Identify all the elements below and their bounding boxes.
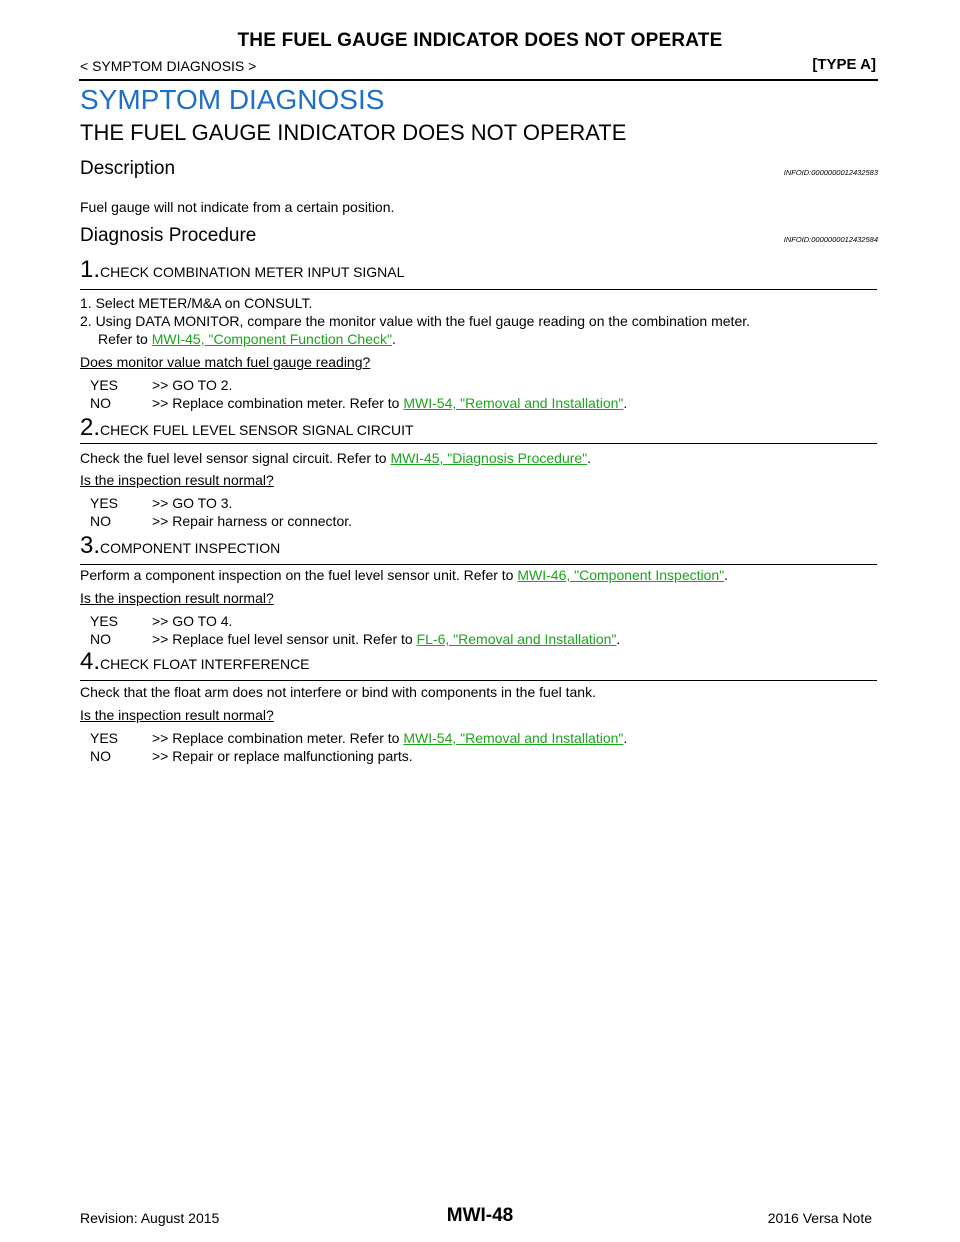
step-3-text: Perform a component inspection on the fu… (80, 567, 729, 583)
step-1-no: NO>> Replace combination meter. Refer to… (90, 395, 628, 411)
link-mwi-46-component-inspection[interactable]: MWI-46, "Component Inspection" (517, 567, 725, 583)
step-2-question: Is the inspection result normal? (80, 472, 274, 488)
step-2-yes: YES>> GO TO 3. (90, 495, 233, 511)
page-header-title: THE FUEL GAUGE INDICATOR DOES NOT OPERAT… (237, 30, 723, 51)
link-fl-6-removal-and-installation[interactable]: FL-6, "Removal and Installation" (416, 631, 617, 647)
step-3-question: Is the inspection result normal? (80, 590, 274, 606)
description-text: Fuel gauge will not indicate from a cert… (80, 199, 395, 215)
description-heading: Description (80, 158, 176, 179)
step-2-heading: 2.CHECK FUEL LEVEL SENSOR SIGNAL CIRCUIT (80, 414, 414, 442)
footer-model: 2016 Versa Note (767, 1210, 872, 1226)
step-2-title: CHECK FUEL LEVEL SENSOR SIGNAL CIRCUIT (100, 422, 414, 438)
step-4-heading: 4.CHECK FLOAT INTERFERENCE (80, 648, 310, 676)
step-1-question: Does monitor value match fuel gauge read… (80, 354, 371, 370)
link-mwi-45-component-function-check[interactable]: MWI-45, "Component Function Check" (151, 331, 392, 347)
procedure-infoid: INFOID:0000000012432584 (783, 235, 878, 244)
section-title: SYMPTOM DIAGNOSIS (80, 84, 385, 115)
step-4-question: Is the inspection result normal? (80, 707, 274, 723)
header-divider (79, 79, 878, 81)
step-1-yes: YES>> GO TO 2. (90, 377, 233, 393)
description-infoid: INFOID:0000000012432583 (783, 168, 878, 177)
breadcrumb: < SYMPTOM DIAGNOSIS > (80, 58, 257, 74)
step-3-number: 3. (80, 532, 101, 559)
step-4-number: 4. (80, 648, 101, 675)
step-1-line-2: 2. Using DATA MONITOR, compare the monit… (80, 313, 751, 329)
step-2-divider (80, 443, 877, 444)
step-1-line-3: Refer to MWI-45, "Component Function Che… (98, 331, 396, 347)
step-3-divider (80, 564, 877, 565)
subsection-title: THE FUEL GAUGE INDICATOR DOES NOT OPERAT… (80, 120, 627, 145)
link-mwi-54-removal-and-installation[interactable]: MWI-54, "Removal and Installation" (403, 395, 624, 411)
link-mwi-54-removal-and-installation-2[interactable]: MWI-54, "Removal and Installation" (403, 730, 624, 746)
footer-revision: Revision: August 2015 (80, 1210, 220, 1226)
step-1-heading: 1.CHECK COMBINATION METER INPUT SIGNAL (80, 256, 404, 284)
footer-page-number: MWI-48 (446, 1205, 514, 1226)
step-1-line-1: 1. Select METER/M&A on CONSULT. (80, 295, 313, 311)
step-2-number: 2. (80, 414, 101, 441)
procedure-heading: Diagnosis Procedure (80, 225, 257, 246)
step-4-title: CHECK FLOAT INTERFERENCE (100, 656, 310, 672)
step-3-no: NO>> Replace fuel level sensor unit. Ref… (90, 631, 621, 647)
step-3-title: COMPONENT INSPECTION (100, 540, 281, 556)
step-2-text: Check the fuel level sensor signal circu… (80, 450, 592, 466)
step-1-divider (80, 289, 877, 290)
step-4-no: NO>> Repair or replace malfunctioning pa… (90, 748, 413, 764)
step-4-yes: YES>> Replace combination meter. Refer t… (90, 730, 628, 746)
step-4-divider (80, 680, 877, 681)
step-4-text: Check that the float arm does not interf… (80, 684, 596, 700)
step-1-title: CHECK COMBINATION METER INPUT SIGNAL (100, 264, 405, 280)
step-3-yes: YES>> GO TO 4. (90, 613, 233, 629)
step-2-no: NO>> Repair harness or connector. (90, 513, 353, 529)
type-label: [TYPE A] (812, 56, 876, 73)
step-3-heading: 3.COMPONENT INSPECTION (80, 532, 280, 560)
link-mwi-45-diagnosis-procedure[interactable]: MWI-45, "Diagnosis Procedure" (390, 450, 588, 466)
step-1-number: 1. (80, 256, 101, 283)
